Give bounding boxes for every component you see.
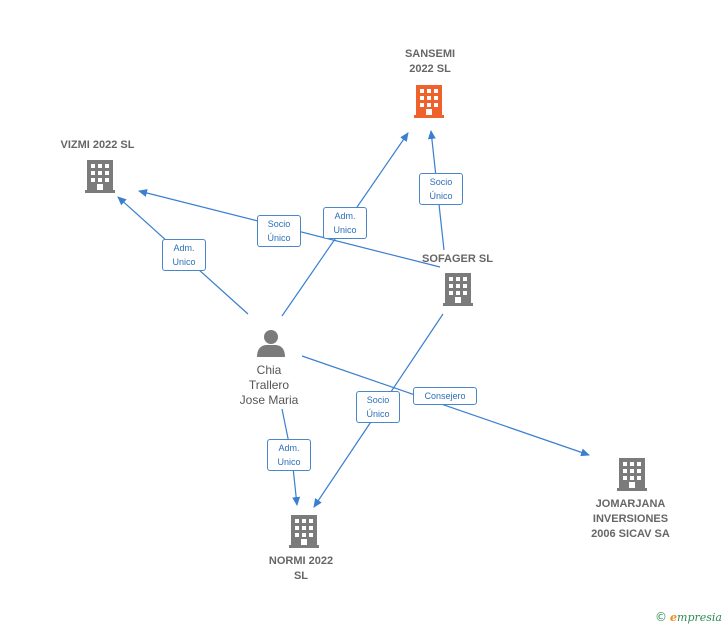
edge-tag-chia-normi: Adm. Unico xyxy=(267,439,311,471)
node-label-jomarjana[interactable]: JOMARJANA INVERSIONES 2006 SICAV SA xyxy=(591,498,670,540)
node-label-sansemi[interactable]: SANSEMI 2022 SL xyxy=(404,48,456,75)
node-label-sofager[interactable]: SOFAGER SL xyxy=(422,253,493,265)
brand-initial: e xyxy=(670,611,678,624)
edge-tag-chia-vizmi: Adm. Unico xyxy=(162,239,206,271)
building-icon-normi[interactable] xyxy=(289,515,319,548)
node-label-vizmi[interactable]: VIZMI 2022 SL xyxy=(60,139,135,151)
brand-logo: ©empresia xyxy=(655,610,722,624)
building-icon-sansemi[interactable] xyxy=(414,85,444,118)
person-icon-chia[interactable] xyxy=(257,330,285,357)
edge-tag-chia-sansemi: Adm. Unico xyxy=(323,207,367,239)
edge-chia-jomarjana xyxy=(301,355,590,457)
edge-tag-sofager-sansemi: Socio Único xyxy=(419,173,463,205)
copyright-icon: © xyxy=(655,610,668,624)
node-label-normi[interactable]: NORMI 2022 SL xyxy=(268,555,334,582)
building-icon-vizmi[interactable] xyxy=(85,160,115,193)
edge-tag-chia-jomarjana: Consejero xyxy=(413,387,477,405)
edge-lines xyxy=(117,130,590,508)
node-label-chia[interactable]: Chia Trallero Jose Maria xyxy=(239,363,299,407)
edge-tag-sofager-normi: Socio Único xyxy=(356,391,400,423)
building-icon-jomarjana[interactable] xyxy=(617,458,647,491)
edge-tag-sofager-vizmi: Socio Único xyxy=(257,215,301,247)
brand-name: mpresia xyxy=(677,611,722,624)
building-icon-sofager[interactable] xyxy=(443,273,473,306)
